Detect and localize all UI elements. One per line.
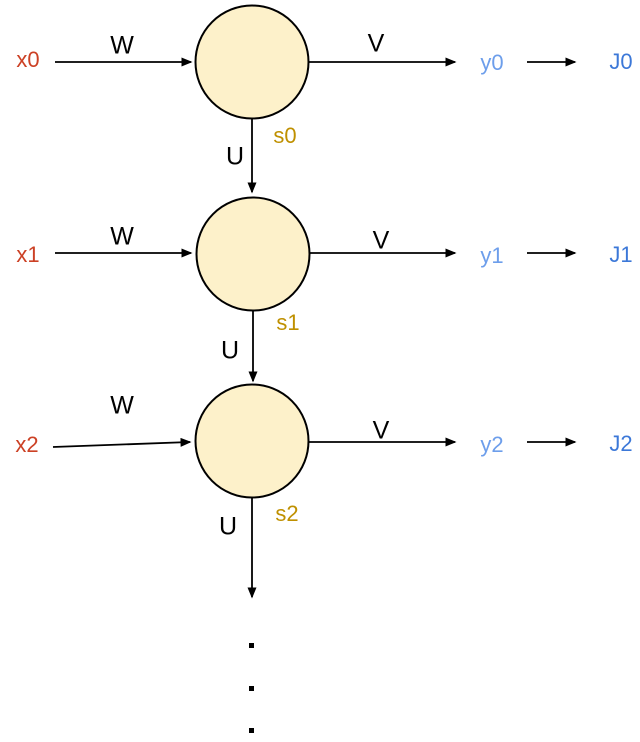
loss-label: J2 <box>609 431 633 456</box>
output-label: y0 <box>480 50 504 75</box>
weight-label-w: W <box>110 31 134 60</box>
state-label: s0 <box>273 123 297 148</box>
loss-label: J1 <box>609 242 633 267</box>
output-label: y2 <box>480 432 504 457</box>
input-arrow-2 <box>52 437 192 448</box>
weight-label-u: U <box>225 142 245 171</box>
input-label: x1 <box>16 242 40 267</box>
rnn-node-0 <box>194 4 310 120</box>
weight-label-u: U <box>220 336 240 365</box>
input-label: x0 <box>16 47 40 72</box>
continuation-dot <box>249 728 254 733</box>
rnn-node-1 <box>195 196 311 312</box>
continuation-dot <box>249 686 254 691</box>
weight-label-v: V <box>372 226 390 255</box>
weight-label-v: V <box>372 416 390 445</box>
rnn-node-2 <box>194 383 310 499</box>
input-label: x2 <box>15 432 39 457</box>
weight-label-w: W <box>110 222 134 251</box>
weight-label-w: W <box>110 391 134 420</box>
output-label: y1 <box>480 243 504 268</box>
weight-label-v: V <box>367 29 385 58</box>
state-label: s2 <box>275 501 299 526</box>
weight-label-u: U <box>218 512 238 541</box>
continuation-dot <box>249 643 254 648</box>
loss-label: J0 <box>609 49 633 74</box>
state-label: s1 <box>276 310 300 335</box>
